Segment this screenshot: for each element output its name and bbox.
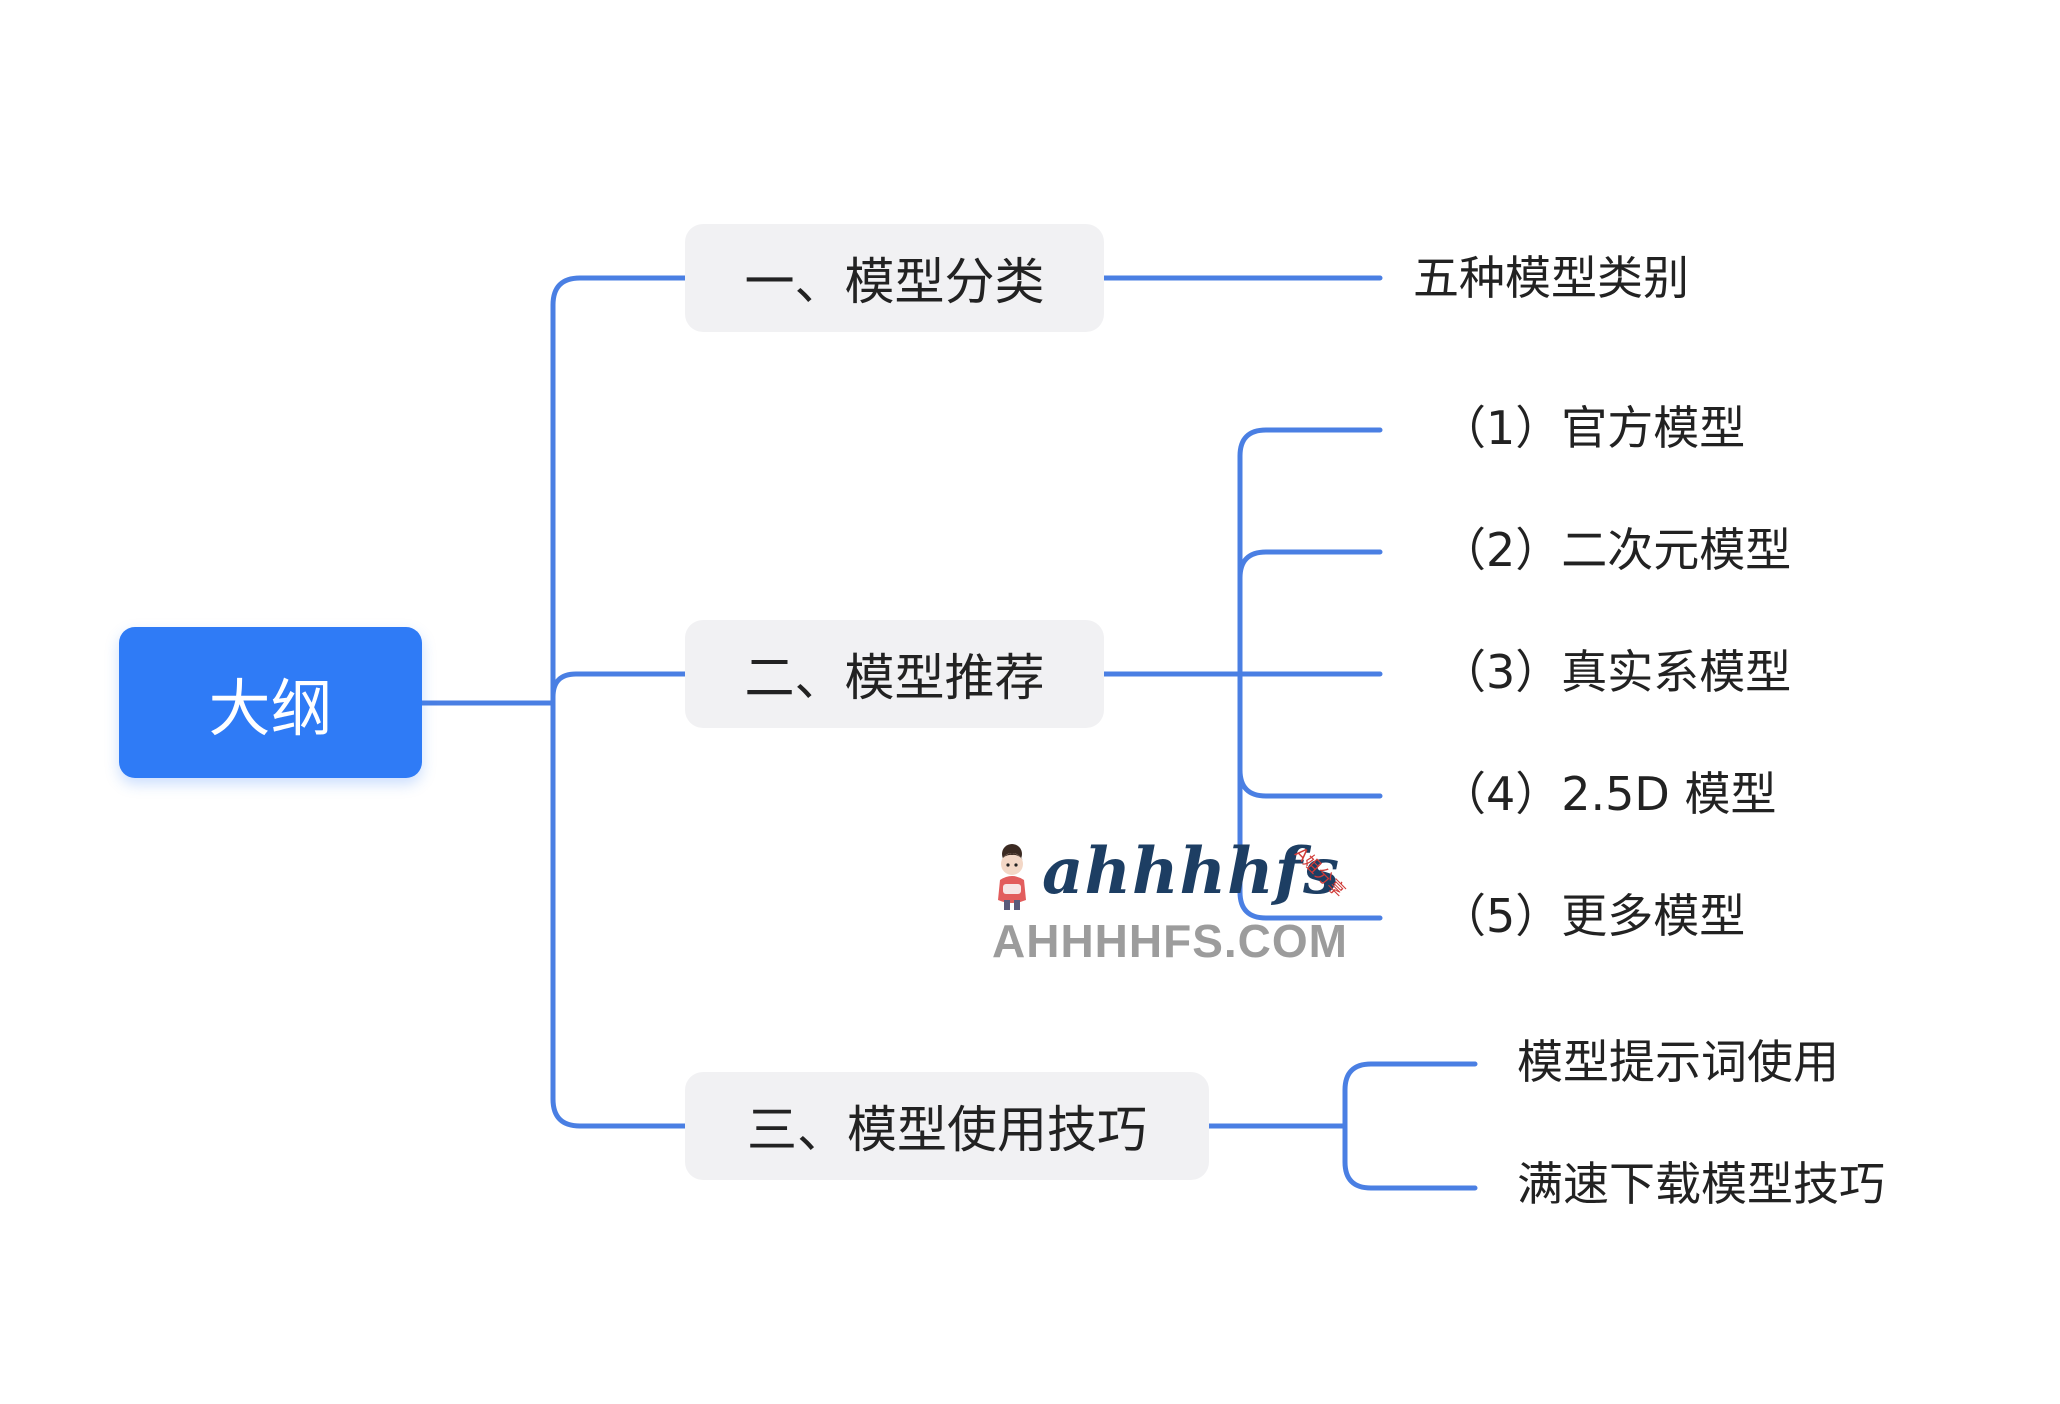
leaf-node[interactable]: （4）2.5D 模型 — [1440, 767, 1777, 821]
watermark-script-text: ahhhhfs — [1042, 834, 1341, 909]
watermark: ahhhhfs A姐分享 AHHHHFS.COM — [990, 834, 1390, 967]
connector-leaf-5 — [1237, 671, 1383, 799]
root-node[interactable]: 大纲 — [119, 627, 422, 778]
leaf-node[interactable]: 满速下载模型技巧 — [1517, 1157, 1885, 1211]
connector-leaf-8 — [1342, 1123, 1478, 1191]
watermark-url: AHHHHFS.COM — [992, 915, 1348, 967]
branch-label: 一、模型分类 — [744, 253, 1045, 311]
connector-leaf-7 — [1342, 1061, 1478, 1129]
leaf-node[interactable]: （1）官方模型 — [1440, 401, 1746, 455]
connector-leaf-3 — [1237, 549, 1383, 677]
branch-label: 二、模型推荐 — [744, 649, 1045, 707]
connector-branch-1 — [550, 275, 688, 706]
connector-leaf-6 — [1237, 671, 1383, 921]
branch-label: 三、模型使用技巧 — [747, 1101, 1147, 1159]
branch-node-model-categories[interactable]: 一、模型分类 — [685, 224, 1104, 332]
leaf-node[interactable]: （5）更多模型 — [1440, 889, 1746, 943]
leaf-node[interactable]: 模型提示词使用 — [1517, 1035, 1839, 1089]
connector-branch-3 — [550, 700, 688, 1129]
connector-leaf-2 — [1237, 427, 1383, 677]
leaf-node[interactable]: （2）二次元模型 — [1440, 523, 1792, 577]
branch-node-model-usage-tips[interactable]: 三、模型使用技巧 — [685, 1072, 1209, 1180]
leaf-node[interactable]: 五种模型类别 — [1413, 251, 1689, 305]
root-label: 大纲 — [208, 671, 333, 745]
leaf-node[interactable]: （3）真实系模型 — [1440, 645, 1792, 699]
girl-mascot-icon — [998, 844, 1026, 910]
connector-branch-2 — [550, 671, 688, 706]
branch-node-model-recommendations[interactable]: 二、模型推荐 — [685, 620, 1104, 728]
